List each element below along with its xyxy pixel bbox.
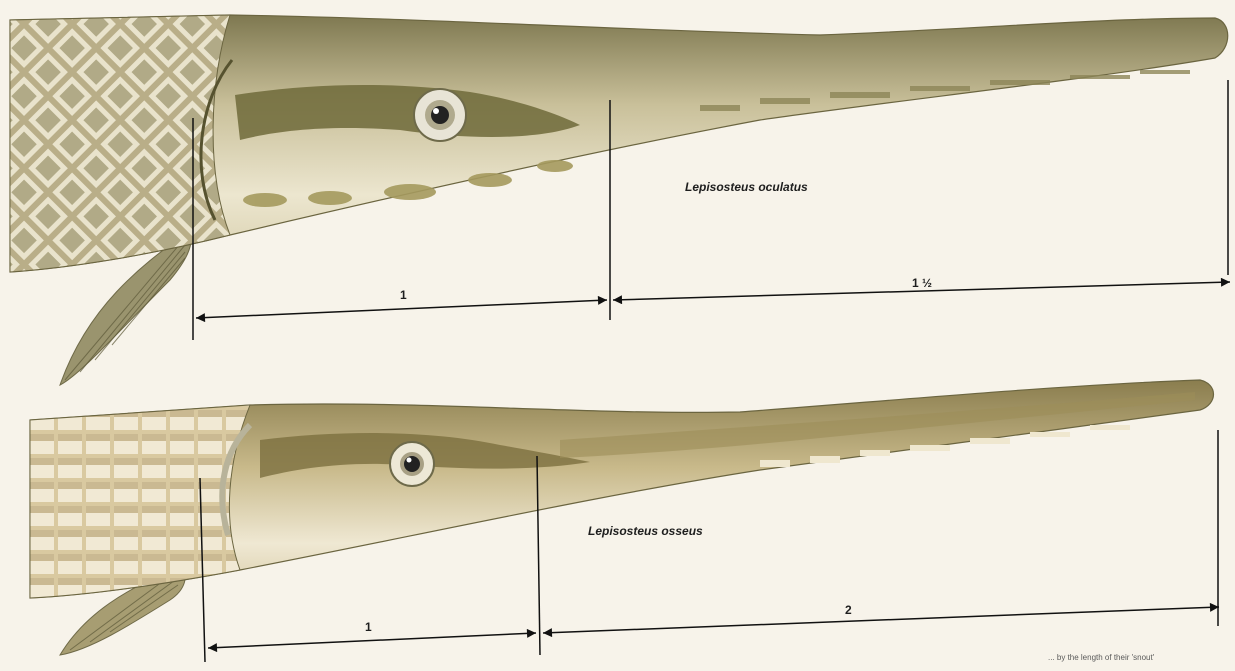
bottom-head-arrow: [208, 633, 536, 648]
bottom-head-length-label: 1: [365, 620, 372, 634]
caption-fragment: ... by the length of their 'snout': [1048, 653, 1154, 662]
bottom-snout-length-label: 2: [845, 603, 852, 617]
bottom-scale-area: [30, 405, 250, 598]
top-head-arrow: [196, 300, 607, 318]
top-head-length-label: 1: [400, 288, 407, 302]
top-species-label: Lepisosteus oculatus: [685, 180, 808, 194]
bottom-snout-arrow: [543, 607, 1219, 633]
top-snout-length-label: 1 ½: [912, 276, 932, 290]
bottom-species-label: Lepisosteus osseus: [588, 524, 703, 538]
top-scale-area: [10, 15, 230, 272]
